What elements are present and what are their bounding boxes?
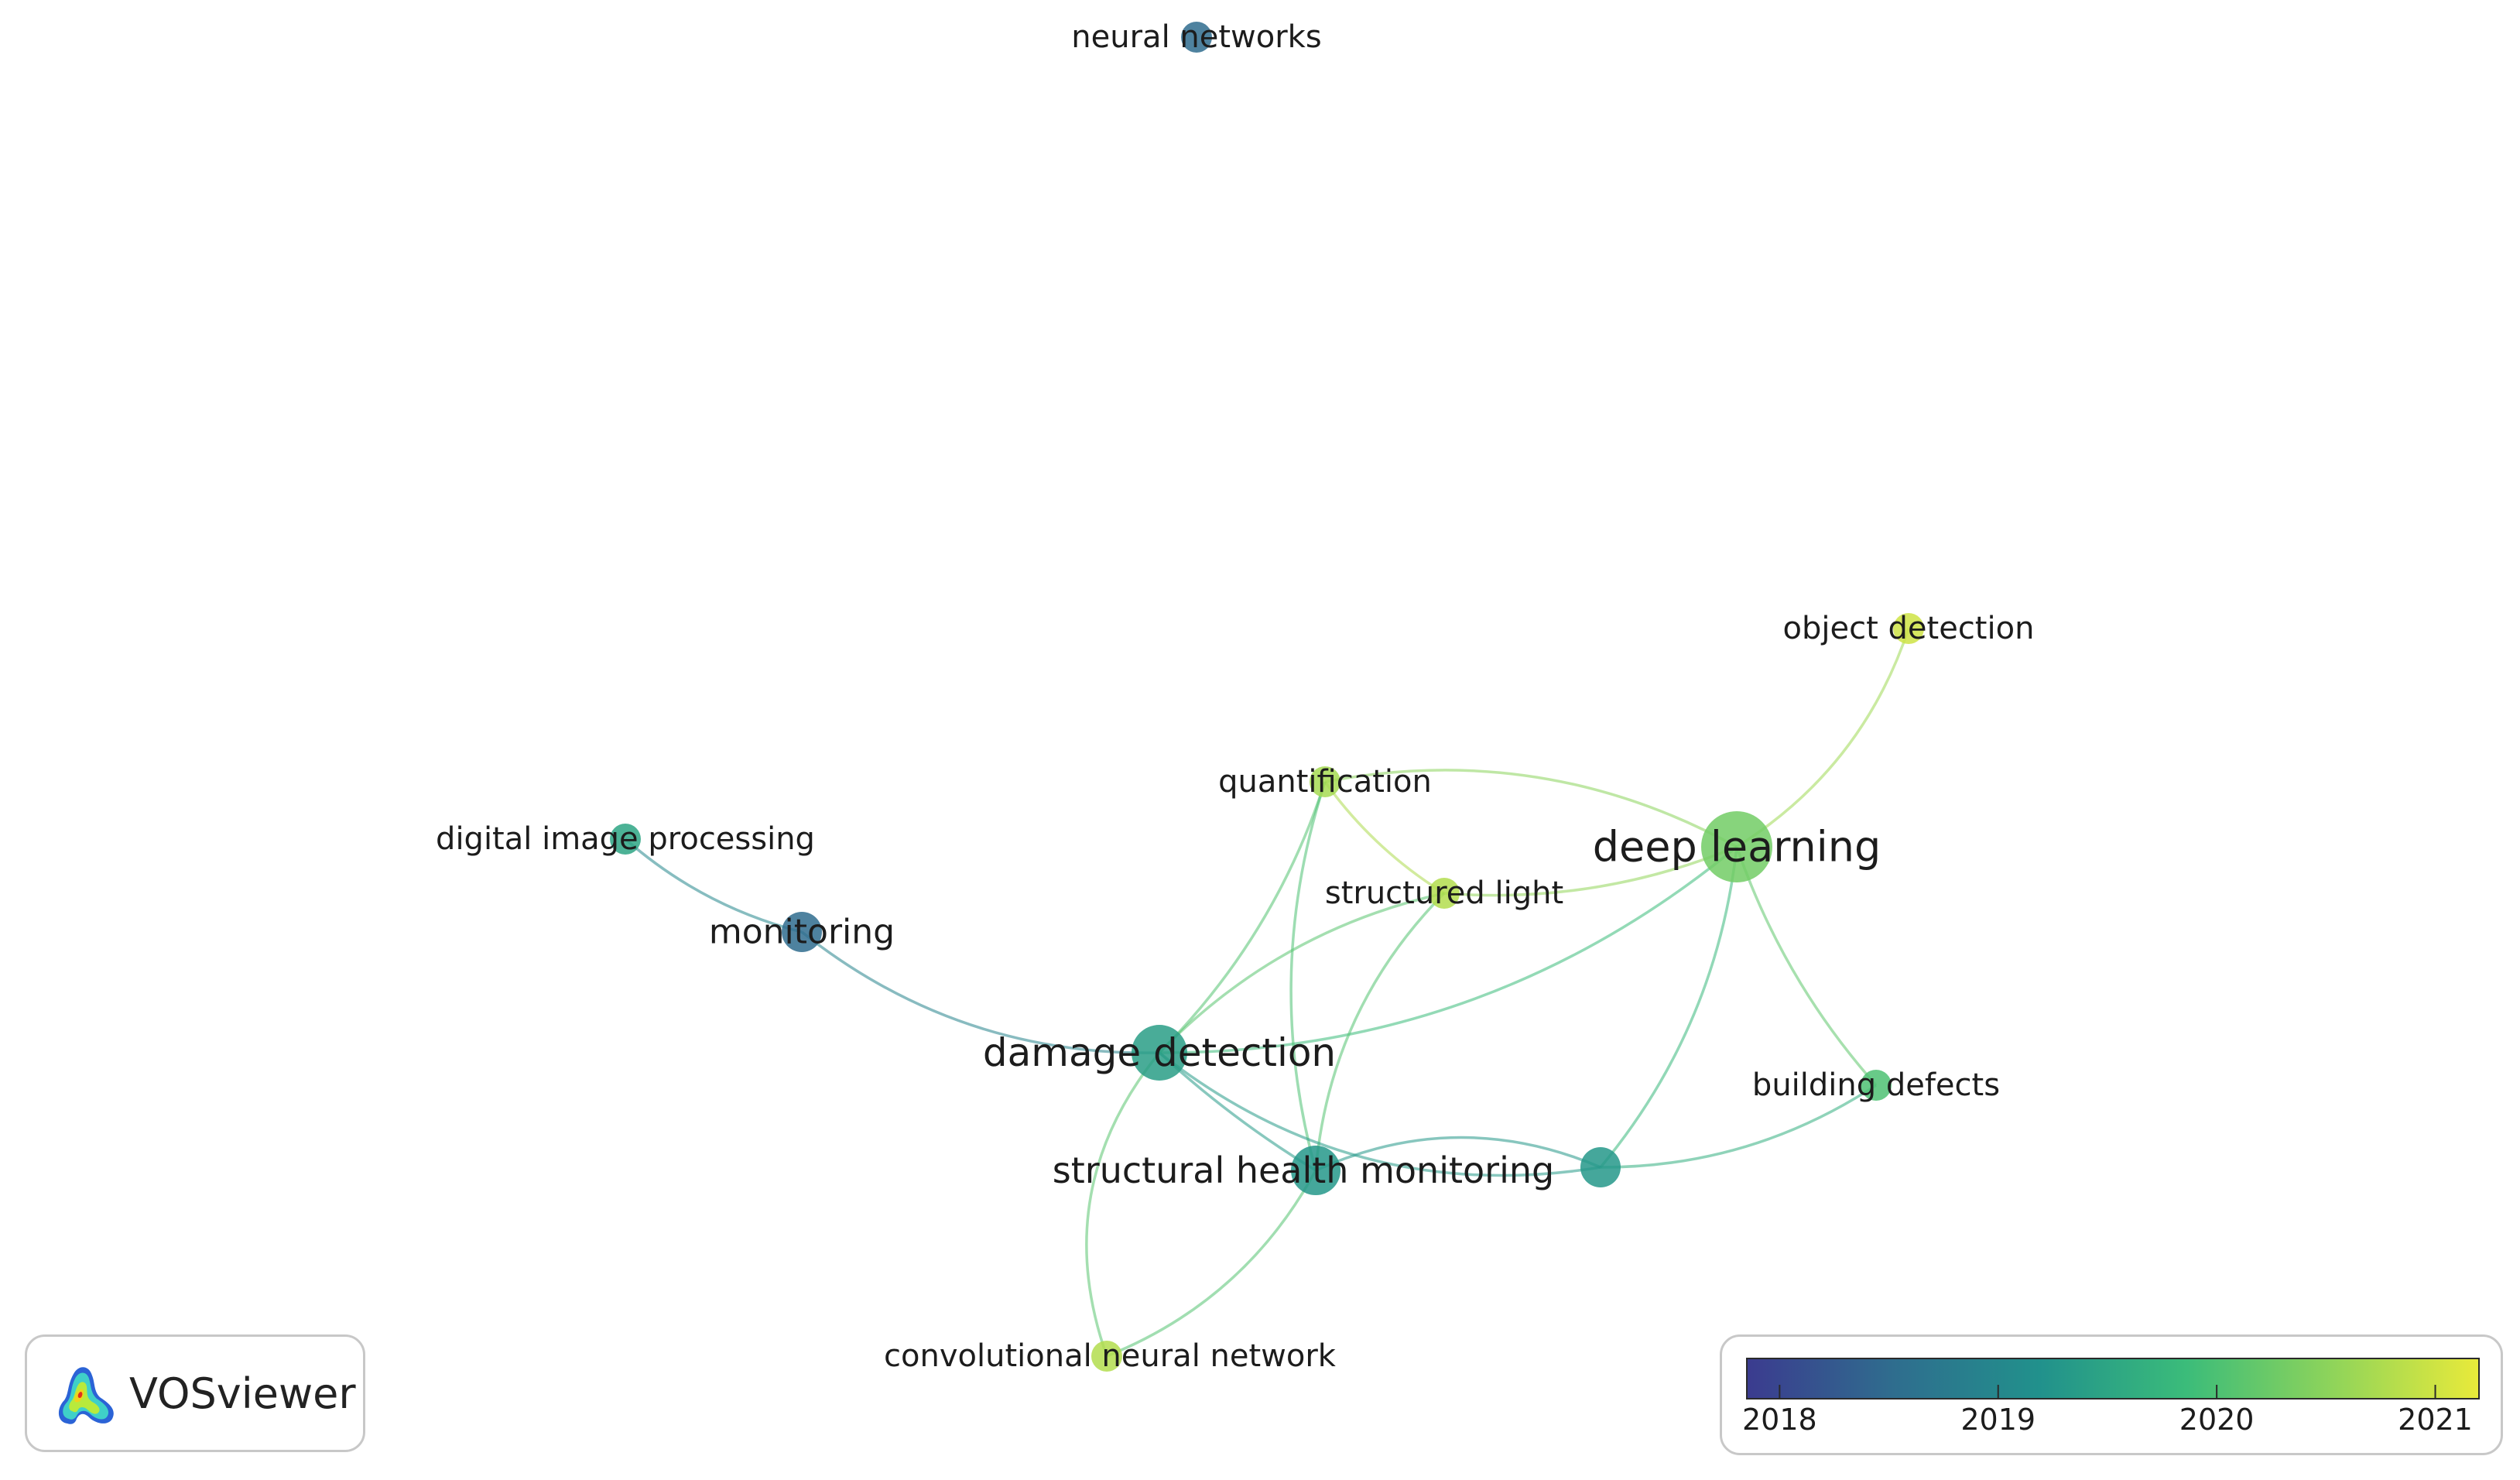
link-deep-learning-building-defects (1735, 846, 1878, 1087)
legend-tick-label-2020: 2020 (2179, 1403, 2255, 1437)
node-damage-detection[interactable] (1132, 1025, 1187, 1081)
link-digital-image-processing-monitoring (624, 838, 803, 934)
legend-color-bar (1746, 1358, 2480, 1399)
node-label-neural-networks[interactable]: neural networks (1071, 19, 1321, 55)
link-monitoring-damage-detection (800, 930, 1160, 1054)
link-structural-health-monitoring-convolutional-neural-network (1106, 1170, 1317, 1358)
node-label-building-defects[interactable]: building defects (1752, 1067, 2000, 1103)
node-structured-light[interactable] (1429, 878, 1460, 909)
node-deep-learning[interactable] (1701, 811, 1772, 882)
vosviewer-logo-text: VOSviewer (129, 1369, 356, 1418)
node-label-object-detection[interactable]: object detection (1783, 611, 2035, 646)
link-structured-light-damage-detection (1158, 892, 1445, 1054)
node-unlabeled-node[interactable] (1580, 1147, 1621, 1187)
node-label-deep-learning[interactable]: deep learning (1593, 823, 1881, 872)
link-damage-detection-convolutional-neural-network (1085, 1051, 1161, 1357)
node-monitoring[interactable] (782, 912, 822, 952)
legend-tick-label-2019: 2019 (1960, 1403, 2036, 1437)
link-unlabeled-node-building-defects (1600, 1084, 1877, 1169)
link-deep-learning-damage-detection (1159, 845, 1738, 1054)
node-label-structural-health-monitoring[interactable]: structural health monitoring (1053, 1149, 1554, 1191)
link-deep-learning-unlabeled-node (1599, 846, 1738, 1169)
legend-ticks: 2018 2019 2020 2021 (1742, 1385, 2473, 1437)
node-label-damage-detection[interactable]: damage detection (983, 1030, 1336, 1075)
node-label-convolutional-neural-network[interactable]: convolutional neural network (884, 1338, 1337, 1374)
node-building-defects[interactable] (1861, 1070, 1892, 1101)
link-structural-health-monitoring-unlabeled-node (1315, 1136, 1601, 1172)
link-deep-learning-object-detection (1736, 628, 1910, 848)
node-label-monitoring[interactable]: monitoring (709, 913, 895, 952)
legend-tick-label-2018: 2018 (1742, 1403, 1817, 1437)
vosviewer-logo-badge: VOSviewer (25, 1334, 365, 1452)
link-deep-learning-structured-light (1443, 845, 1738, 897)
node-quantification[interactable] (1310, 766, 1340, 797)
node-neural-networks[interactable] (1181, 22, 1212, 53)
vosviewer-logo-icon (58, 1367, 114, 1424)
nodes-layer (610, 22, 1924, 1372)
year-color-legend: 2018 2019 2020 2021 (1720, 1334, 2503, 1455)
node-label-digital-image-processing[interactable]: digital image processing (436, 821, 815, 857)
node-object-detection[interactable] (1893, 613, 1924, 644)
link-structured-light-structural-health-monitoring (1314, 892, 1446, 1171)
legend-tick-label-2021: 2021 (2398, 1403, 2473, 1437)
labels-layer: neural networks object detection quantific… (436, 19, 2034, 1374)
node-digital-image-processing[interactable] (610, 824, 641, 855)
node-convolutional-neural-network[interactable] (1091, 1341, 1122, 1372)
link-quantification-structured-light (1323, 780, 1445, 895)
link-quantification-damage-detection (1158, 781, 1327, 1054)
node-label-structured-light[interactable]: structured light (1325, 875, 1563, 911)
link-quantification-structural-health-monitoring (1289, 781, 1327, 1171)
node-structural-health-monitoring[interactable] (1291, 1146, 1340, 1195)
links-layer (624, 628, 1910, 1358)
node-label-quantification[interactable]: quantification (1218, 764, 1432, 800)
link-deep-learning-quantification (1324, 769, 1738, 848)
link-damage-detection-unlabeled-node (1158, 1051, 1601, 1177)
